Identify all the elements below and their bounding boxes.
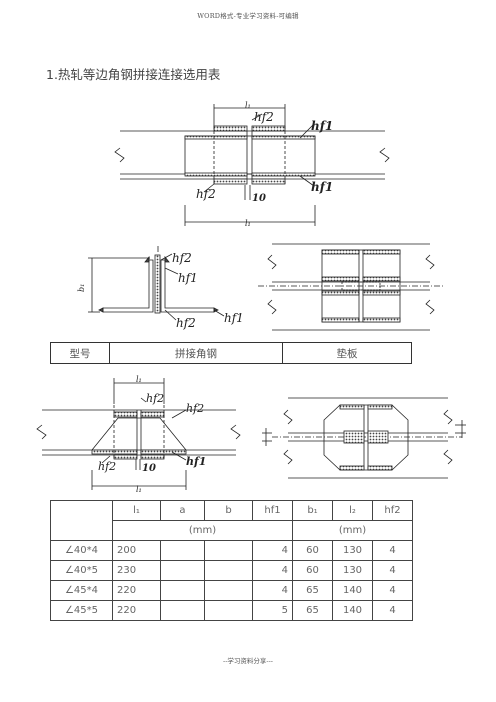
band-splice-angle-label: 拼接角钢 — [110, 343, 283, 363]
cell-type: ∠40*5 — [50, 560, 113, 581]
label-hf1-section-b: hf1 — [224, 311, 244, 325]
label-hf1-top: hf1 — [311, 119, 333, 133]
drawing-splice-elevation — [114, 104, 390, 226]
cell-type: ∠45*4 — [50, 580, 113, 601]
cell-hf2: 4 — [372, 600, 413, 621]
cell-b — [204, 580, 253, 601]
unit-cell-angle: (mm) — [112, 520, 293, 541]
dim-l1-top: l₁ — [245, 101, 251, 110]
label-gap-10: 10 — [252, 193, 266, 204]
label-hf2-section-b: hf2 — [176, 316, 196, 330]
cell-type: ∠40*4 — [50, 540, 113, 561]
cell-b — [204, 560, 253, 581]
cell-hf1: 4 — [252, 560, 293, 581]
label-hf1-section: hf1 — [178, 271, 198, 285]
dim-l1-filler-bottom: l₁ — [136, 485, 142, 494]
cell-l2: 140 — [332, 580, 373, 601]
band-filler-plate-label: 垫板 — [336, 347, 358, 360]
cell-hf2: 4 — [372, 540, 413, 561]
label-hf2-bottom: hf2 — [196, 187, 216, 201]
cell-b — [204, 600, 253, 621]
col-header-l1: l₁ — [112, 500, 161, 521]
cell-hf1: 4 — [252, 540, 293, 561]
col-header-a: a — [160, 500, 205, 521]
spec-table: l₁ a b hf1 b₁ l₂ hf2 (mm) (mm) ∠40*4 200… — [50, 500, 413, 621]
label-hf1-bottom: hf1 — [311, 180, 333, 194]
drawing-angle-section — [88, 246, 225, 321]
cell-b1: 60 — [292, 540, 333, 561]
dim-b1: b₁ — [77, 284, 86, 292]
table-corner-cell — [50, 500, 113, 541]
cell-a — [160, 580, 205, 601]
label-gap-10-filler: 10 — [142, 463, 156, 474]
table-row: ∠45*4 220 4 65 140 4 — [50, 580, 413, 601]
table-row: ∠45*5 220 5 65 140 4 — [50, 600, 413, 621]
cell-hf1: 4 — [252, 580, 293, 601]
label-hf2-filler-right: hf2 — [186, 402, 204, 415]
dim-l1-bottom: l₁ — [245, 219, 251, 228]
cell-l2: 130 — [332, 560, 373, 581]
col-header-hf1: hf1 — [252, 500, 293, 521]
table-row: ∠40*5 230 4 60 130 4 — [50, 560, 413, 581]
cell-a — [160, 560, 205, 581]
cell-l1: 220 — [112, 580, 161, 601]
cell-b — [204, 540, 253, 561]
cell-a — [160, 600, 205, 621]
dim-l1-filler-top: l₁ — [136, 375, 142, 384]
cell-type: ∠45*5 — [50, 600, 113, 621]
cell-b1: 60 — [292, 560, 333, 581]
label-hf1-filler: hf1 — [186, 455, 206, 468]
drawing-filler-plan — [262, 397, 466, 479]
col-header-hf2: hf2 — [372, 500, 413, 521]
cell-l2: 140 — [332, 600, 373, 621]
label-hf2-filler-top: hf2 — [146, 392, 164, 405]
cell-l1: 200 — [112, 540, 161, 561]
table-header-row: l₁ a b hf1 b₁ l₂ hf2 — [50, 500, 413, 541]
unit-cell-plate: (mm) — [292, 520, 413, 541]
cell-b1: 65 — [292, 580, 333, 601]
col-header-b1: b₁ — [292, 500, 333, 521]
cell-a — [160, 540, 205, 561]
cell-hf2: 4 — [372, 560, 413, 581]
drawing-plan-view — [258, 243, 444, 331]
label-hf2-filler-bottom: hf2 — [98, 460, 116, 473]
page-footer: --学习资料分享--- — [223, 657, 273, 665]
cell-b1: 65 — [292, 600, 333, 621]
label-hf2-section: hf2 — [172, 251, 192, 265]
cell-hf2: 4 — [372, 580, 413, 601]
spec-band-header: 型号 拼接角钢 垫板 — [50, 342, 412, 364]
table-row: ∠40*4 200 4 60 130 4 — [50, 540, 413, 561]
cell-l1: 230 — [112, 560, 161, 581]
drawing-filler-elevation — [36, 378, 241, 490]
cell-hf1: 5 — [252, 600, 293, 621]
label-hf2-top: hf2 — [254, 110, 274, 124]
col-header-l2: l₂ — [332, 500, 373, 521]
document-title: 1.热轧等边角钢拼接连接选用表 — [46, 67, 221, 82]
cell-l1: 220 — [112, 600, 161, 621]
cell-l2: 130 — [332, 540, 373, 561]
col-header-b: b — [204, 500, 253, 521]
band-type-label: 型号 — [51, 343, 110, 363]
page-header: WORD格式-专业学习资料-可编辑 — [197, 12, 299, 20]
